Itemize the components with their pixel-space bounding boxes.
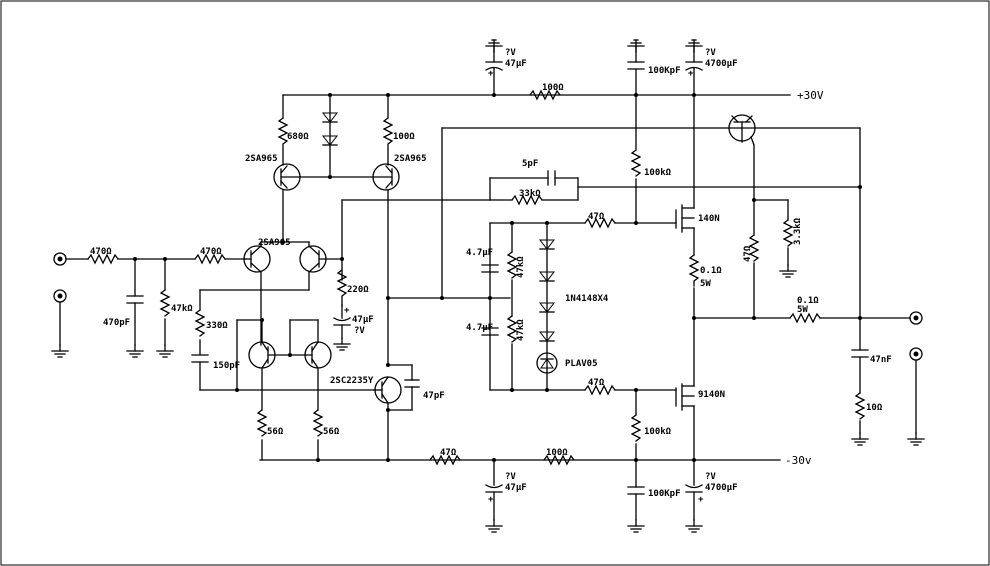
bias-network: [387, 127, 861, 391]
cap-top-mid: [627, 39, 645, 96]
label-r-5w-top: 5W: [700, 279, 711, 289]
cap-top-right: [685, 39, 703, 96]
label-r-01-out: 0.1Ω: [797, 296, 819, 306]
resistor-bottom-47: [429, 454, 461, 466]
label-q-9140n: 9140N: [698, 390, 725, 400]
label-q-2sc2235y: 2SC2235Y: [330, 376, 374, 386]
label-q-2sa965-a: 2SA965: [245, 154, 278, 164]
cap-top-left: [485, 39, 503, 96]
junctions: [235, 93, 862, 462]
label-c-47pf: 47pF: [423, 391, 445, 401]
protection-transistor: [728, 114, 797, 319]
label-c-5pf: 5pF: [522, 159, 538, 169]
vas-transistor: [373, 364, 420, 461]
label-r-01-top: 0.1Ω: [700, 266, 722, 276]
label-r-47-gate-top: 47Ω: [588, 212, 605, 222]
feedback-network: [489, 170, 861, 206]
label-c-br-c: 4700µF: [705, 483, 738, 493]
label-q-2sa965-c: 2SA965: [258, 238, 291, 248]
label-c-bl-v: ?V: [505, 472, 516, 482]
label-r-47-vert: 47Ω: [743, 245, 753, 262]
label-r-47k-b: 47kΩ: [516, 319, 526, 341]
svg-text:+: +: [688, 69, 694, 79]
label-c-tl-c: 47µF: [505, 59, 527, 69]
label-r-100k-top: 100kΩ: [644, 168, 672, 178]
resistor-gate-top: [584, 217, 616, 229]
top-mirror: [273, 94, 400, 366]
text-labels: +30V -30v ?V 47µF + 100Ω 100KpF ?V 4700µ…: [90, 48, 892, 505]
label-r-56-b: 56Ω: [323, 427, 340, 437]
label-r-5w-out: 5W: [797, 305, 808, 315]
label-d-zener: PLAV05: [565, 359, 598, 369]
resistor-100k-top: [630, 149, 642, 177]
resistor-100k-bottom: [630, 414, 642, 442]
label-r-47-gate-bot: 47Ω: [588, 378, 605, 388]
mosfet-top: [675, 94, 695, 256]
label-rail-pos: +30V: [797, 89, 824, 102]
label-r-220: 220Ω: [347, 285, 369, 295]
label-r-330: 330Ω: [206, 321, 228, 331]
mosfet-bottom: [675, 317, 695, 461]
label-c-br-v: ?V: [705, 472, 716, 482]
cap-bottom-mid: [627, 459, 645, 533]
label-r-100k-bot: 100kΩ: [644, 427, 672, 437]
label-r-47k-in: 47kΩ: [171, 304, 193, 314]
label-c-top-mid: 100KpF: [648, 66, 681, 76]
label-r-56-a: 56Ω: [267, 427, 284, 437]
label-c-tr-v: ?V: [705, 48, 716, 58]
label-r-10: 10Ω: [866, 403, 883, 413]
label-r-100b: 100Ω: [393, 132, 415, 142]
label-c-bot-mid: 100KpF: [648, 489, 681, 499]
svg-text:+: +: [488, 69, 494, 79]
label-d-string: 1N4148X4: [565, 294, 609, 304]
input-stage: [51, 199, 491, 391]
label-r-680: 680Ω: [287, 132, 309, 142]
resistor-top-100: [529, 89, 561, 101]
svg-text:+: +: [698, 495, 704, 505]
label-r-47k-a: 47kΩ: [516, 256, 526, 278]
label-c-470pf: 470pF: [103, 318, 130, 328]
resistor-gate-bottom: [584, 384, 616, 396]
svg-text:+: +: [344, 306, 350, 316]
label-q-2sa965-b: 2SA965: [394, 154, 427, 164]
label-r-33k: 33kΩ: [519, 189, 541, 199]
label-c-47nf: 47nF: [870, 355, 892, 365]
label-rail-neg: -30v: [785, 454, 812, 467]
label-c-4u7-b: 4.7µF: [466, 323, 493, 333]
label-r-47-bot: 47Ω: [440, 448, 457, 458]
label-c-tr-c: 4700µF: [705, 59, 738, 69]
resistor-output: [789, 312, 821, 324]
label-c-4u7-a: 4.7µF: [466, 248, 493, 258]
label-c-tl-v: ?V: [505, 48, 516, 58]
label-c-bl-c: 47µF: [505, 483, 527, 493]
label-r-470-in: 470Ω: [90, 247, 112, 257]
resistor-bottom-100: [543, 454, 575, 466]
label-c-47uf-v: 47µF: [352, 315, 374, 325]
cap-bottom-right: [685, 459, 703, 533]
label-c-150pf: 150pF: [213, 361, 240, 371]
lower-mirror: [199, 319, 375, 461]
svg-text:+: +: [488, 495, 494, 505]
label-c-47uf-v2: ?V: [354, 326, 365, 336]
label-r-3k3: 3.3kΩ: [793, 217, 803, 245]
label-r-100-bot: 100Ω: [546, 448, 568, 458]
resistor-source-top: [688, 254, 700, 287]
cap-bottom-left: [485, 459, 503, 533]
output-terminal: [909, 311, 923, 325]
label-r-470-b: 470Ω: [200, 247, 222, 257]
label-r-top-100: 100Ω: [542, 83, 564, 93]
label-q-140n: 140N: [698, 214, 720, 224]
